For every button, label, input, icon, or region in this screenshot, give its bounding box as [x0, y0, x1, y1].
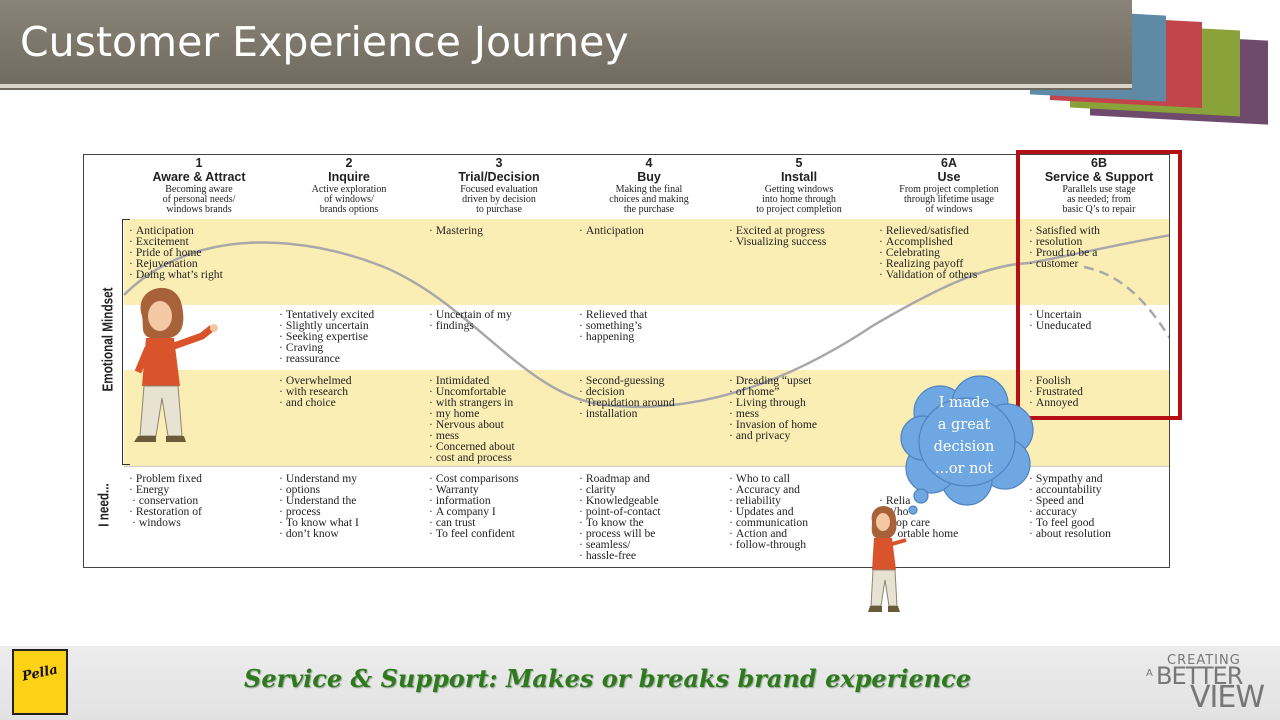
stage-4-number: 4 — [645, 156, 653, 170]
needs-band — [124, 466, 1169, 467]
stage-6b-row3: FoolishFrustratedAnnoyed — [1029, 375, 1169, 409]
banner-shadow — [0, 84, 1132, 88]
stage-3-row1: Mastering — [429, 225, 577, 237]
brand-line-creating: CREATING — [1167, 653, 1241, 668]
service-support-highlight — [1016, 150, 1182, 420]
footer-bar — [0, 646, 1280, 720]
stage-2-number: 2 — [345, 156, 353, 170]
banner-main — [0, 0, 1132, 90]
stage-6b-row2: UncertainUneducated — [1029, 309, 1169, 332]
pella-logo — [12, 649, 68, 715]
stage-5-number: 5 — [795, 156, 803, 170]
stage-2-row3: Overwhelmedwith researchand choice — [279, 375, 427, 409]
stage-2-name: Inquire — [328, 170, 370, 184]
stage-6a-name: Use — [937, 170, 961, 184]
stage-6a-row1: Relieved/satisfiedAccomplishedCelebratin… — [879, 225, 1027, 281]
stage-6b-name: Service & Support — [1044, 170, 1154, 184]
stage-1-row1: AnticipationExcitementPride of homeRejuv… — [129, 225, 277, 281]
stage-6b-row1: Satisfied withresolutionProud to be acus… — [1029, 225, 1169, 270]
thought-bubble-text: I made a great decision ...or not — [933, 395, 995, 477]
stage-5-needs: Who to callAccuracy andreliabilityUpdate… — [729, 473, 877, 551]
stage-1-number: 1 — [195, 156, 203, 170]
emotional-bracket — [122, 219, 130, 465]
stage-3-number: 3 — [495, 156, 503, 170]
stage-5-name: Install — [780, 170, 818, 184]
small-woman-character-illustration — [868, 505, 907, 612]
slide-title: Customer Experience Journey — [20, 18, 629, 66]
stage-6a-number: 6A — [941, 156, 957, 170]
stage-3-row2: Uncertain of myfindings — [429, 309, 577, 332]
brand-line-better: BETTER — [1156, 662, 1243, 690]
stage-6b-needs: Sympathy andaccountabilitySpeed andaccur… — [1029, 473, 1169, 540]
stage-4-row3: Second-guessingdecisionTrepidation aroun… — [579, 375, 727, 420]
stage-4-row2: Relieved thatsomething’shappening — [579, 309, 727, 343]
stage-1-name: Aware & Attract — [152, 170, 246, 184]
brand-line-a: A — [1146, 668, 1153, 679]
stage-6b-number: 6B — [1091, 156, 1107, 170]
stage-3-row3: IntimidatedUncomfortablewith strangers i… — [429, 375, 577, 464]
stage-2-needs: Understand myoptionsUnderstand theproces… — [279, 473, 427, 540]
stage-4-row1: Anticipation — [579, 225, 727, 237]
stage-5-row3: Dreading “upsetof home”Living throughmes… — [729, 375, 877, 442]
brand-line-view: VIEW — [1190, 680, 1265, 715]
stage-3-needs: Cost comparisonsWarrantyinformationA com… — [429, 473, 577, 540]
footer-tagline: Service & Support: Makes or breaks brand… — [244, 664, 972, 693]
stage-4-needs: Roadmap andclarityKnowledgeablepoint-of-… — [579, 473, 727, 562]
stage-2-row2: Tentatively excitedSlightly uncertainSee… — [279, 309, 427, 365]
stage-1-needs: Problem fixedEnergyconservationRestorati… — [129, 473, 277, 529]
woman-character-illustration — [134, 287, 218, 442]
stage-3-name: Trial/Decision — [458, 170, 540, 184]
thought-bubble-cloud — [900, 375, 1034, 515]
stage-6a-needs: ReliaWhoProp care ortable home — [879, 473, 1027, 561]
stage-5-row1: Excited at progressVisualizing success — [729, 225, 877, 248]
stage-6b-header: 6B Service & Support Parallels use stage… — [1024, 156, 1169, 215]
stage-4-name: Buy — [637, 170, 661, 184]
